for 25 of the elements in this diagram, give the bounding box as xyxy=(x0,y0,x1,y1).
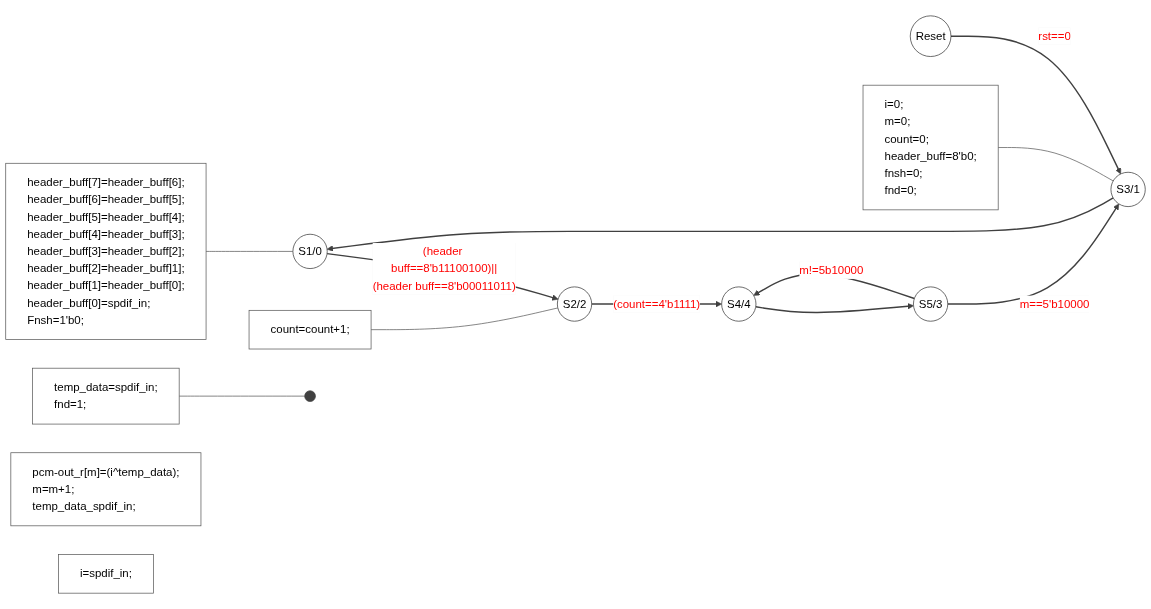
node-circle: S1/0 xyxy=(292,233,328,269)
node-box: i=0; m=0; count=0; header_buff=8'b0; fnsh=0; fnd=0; xyxy=(862,84,999,211)
arrow xyxy=(755,303,914,314)
edge-label: m!=5b10000 xyxy=(799,263,864,277)
node-circle: S3/1 xyxy=(1110,171,1146,207)
edge-label: (count==4'b1111) xyxy=(613,297,701,310)
node-box: i=spdif_in; xyxy=(58,554,154,594)
edge-label: m==5'b10000 xyxy=(1019,297,1090,310)
connector xyxy=(178,395,306,397)
edge-label: rst==0 xyxy=(1038,29,1071,42)
edge-label: (header buff==8'b11100100)||(header buff==8'b00011011) xyxy=(372,245,516,292)
node-circle: S4/4 xyxy=(721,286,757,322)
node-box: temp_data=spdif_in; fnd=1; xyxy=(32,367,180,425)
arrow xyxy=(326,197,1114,252)
node-circle: Reset xyxy=(909,15,952,57)
node-box: pcm-out_r[m]=(i^temp_data); m=m+1; temp_data_spdif_in; xyxy=(10,452,202,527)
node-box: header_buff[7]=header_buff[6]; header_buff[6]=header_buff[5]; header_buff[5]=header_buff[4]; header_buff[4]=header_buff[3]; header_buff[3]=header_buff[2]; header_buff[2]=header_buff]1]; header_buff[1]=header_buff[0]; header_buff[0]=spdif_in; Fnsh=1'b0; xyxy=(5,162,207,340)
node-circle: S2/2 xyxy=(557,286,593,322)
connector xyxy=(205,251,294,252)
arrow xyxy=(947,203,1120,305)
node-box: count=count+1; xyxy=(248,309,372,350)
connector xyxy=(997,147,1114,182)
arrow xyxy=(950,35,1122,175)
connector xyxy=(370,307,559,331)
node-circle: S5/3 xyxy=(913,286,949,322)
